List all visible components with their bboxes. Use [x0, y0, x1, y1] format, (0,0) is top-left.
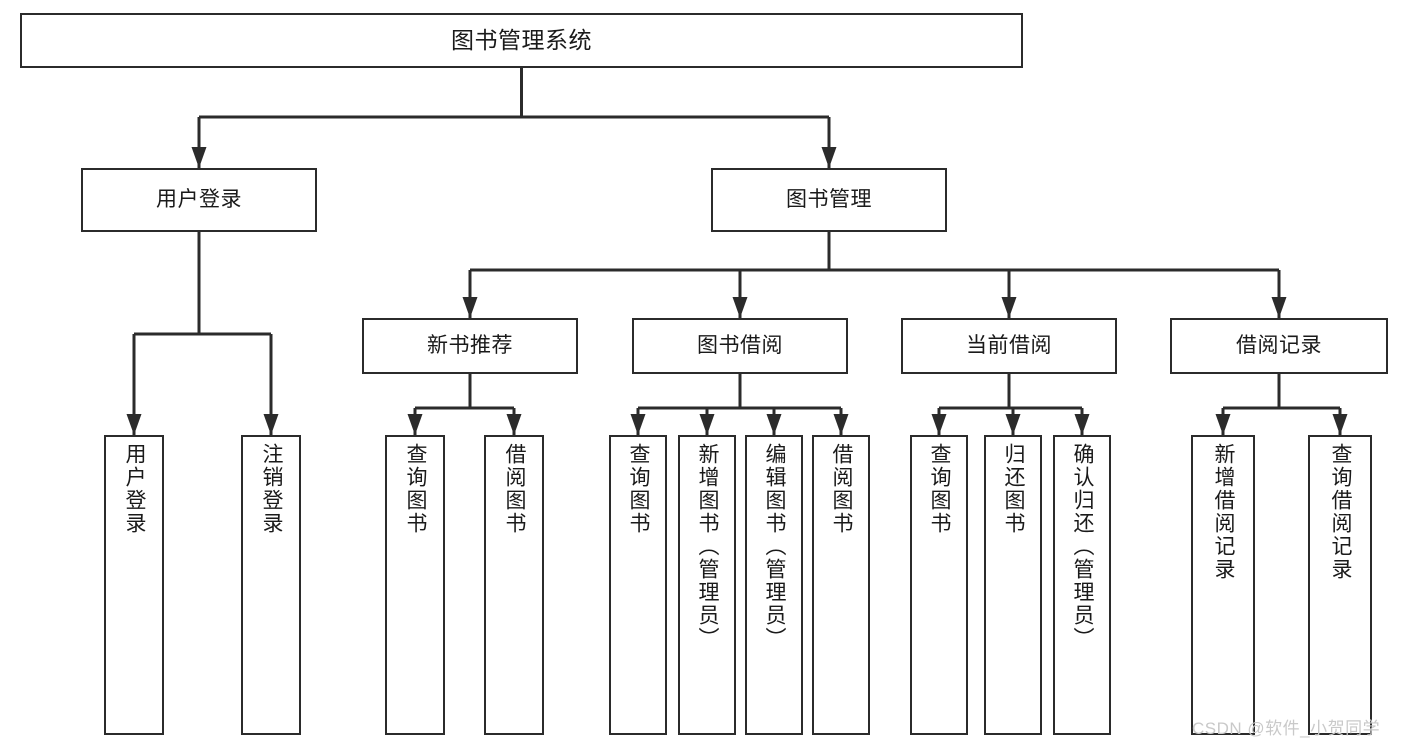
- arrowhead-borrow-record: [1271, 297, 1287, 318]
- node-user-login[interactable]: 用户登录: [81, 168, 317, 232]
- arrowhead-current-borrow: [1001, 297, 1017, 318]
- arrowhead-book-manage: [821, 147, 837, 168]
- node-leaf-rec-borrow[interactable]: 借阅图书: [484, 435, 544, 735]
- arrowhead-leaf-book-edit: [766, 414, 782, 435]
- arrowhead-leaf-cur-return: [1005, 414, 1021, 435]
- node-label: 用户登录: [123, 443, 147, 535]
- node-leaf-borrow-query[interactable]: 查询图书: [609, 435, 667, 735]
- node-leaf-user-login[interactable]: 用户登录: [104, 435, 164, 735]
- node-label: 图书管理系统: [451, 26, 592, 53]
- node-leaf-rec-query[interactable]: 查询图书: [385, 435, 445, 735]
- node-leaf-cur-confirm[interactable]: 确认归还（管理员）: [1053, 435, 1111, 735]
- arrowhead-new-book-rec: [462, 297, 478, 318]
- arrowhead-leaf-cur-confirm: [1074, 414, 1090, 435]
- node-label: 当前借阅: [966, 333, 1052, 357]
- arrowhead-leaf-rec-borrow: [506, 414, 522, 435]
- arrowhead-leaf-rec-query2: [1332, 414, 1348, 435]
- node-label: 新书推荐: [427, 333, 513, 357]
- node-label: 查询图书: [404, 443, 428, 535]
- node-label: 新增借阅记录: [1212, 443, 1236, 581]
- node-leaf-rec-add[interactable]: 新增借阅记录: [1191, 435, 1255, 735]
- node-label: 借阅记录: [1236, 333, 1322, 357]
- node-leaf-cur-return[interactable]: 归还图书: [984, 435, 1042, 735]
- node-new-book-rec[interactable]: 新书推荐: [362, 318, 578, 374]
- node-label: 借阅图书: [503, 443, 527, 535]
- arrowhead-leaf-rec-query: [407, 414, 423, 435]
- node-label: 用户登录: [156, 187, 242, 211]
- node-label: 查询图书: [627, 443, 651, 535]
- node-leaf-book-add[interactable]: 新增图书（管理员）: [678, 435, 736, 735]
- node-label: 编辑图书（管理员）: [763, 443, 787, 650]
- node-leaf-user-logout[interactable]: 注销登录: [241, 435, 301, 735]
- node-leaf-book-edit[interactable]: 编辑图书（管理员）: [745, 435, 803, 735]
- arrowhead-leaf-rec-add: [1215, 414, 1231, 435]
- node-label: 图书管理: [786, 187, 872, 211]
- node-book-borrow[interactable]: 图书借阅: [632, 318, 848, 374]
- node-leaf-book-borrow[interactable]: 借阅图书: [812, 435, 870, 735]
- node-root[interactable]: 图书管理系统: [20, 13, 1023, 68]
- node-label: 图书借阅: [697, 333, 783, 357]
- node-leaf-cur-query[interactable]: 查询图书: [910, 435, 968, 735]
- arrowhead-leaf-book-add: [699, 414, 715, 435]
- node-current-borrow[interactable]: 当前借阅: [901, 318, 1117, 374]
- arrowhead-leaf-book-borrow: [833, 414, 849, 435]
- node-label: 归还图书: [1002, 443, 1026, 535]
- arrowhead-leaf-user-logout: [263, 414, 279, 435]
- node-book-manage[interactable]: 图书管理: [711, 168, 947, 232]
- arrowhead-leaf-borrow-query: [630, 414, 646, 435]
- node-borrow-record[interactable]: 借阅记录: [1170, 318, 1388, 374]
- node-label: 查询借阅记录: [1329, 443, 1353, 581]
- node-leaf-rec-query2[interactable]: 查询借阅记录: [1308, 435, 1372, 735]
- node-label: 借阅图书: [830, 443, 854, 535]
- node-label: 注销登录: [260, 443, 284, 535]
- arrowhead-book-borrow: [732, 297, 748, 318]
- arrowhead-leaf-user-login: [126, 414, 142, 435]
- node-label: 新增图书（管理员）: [696, 443, 720, 650]
- arrowhead-leaf-cur-query: [931, 414, 947, 435]
- node-label: 确认归还（管理员）: [1071, 443, 1095, 650]
- csdn-watermark: CSDN @软件_小贺同学: [1192, 719, 1381, 738]
- arrowhead-user-login: [191, 147, 207, 168]
- node-label: 查询图书: [928, 443, 952, 535]
